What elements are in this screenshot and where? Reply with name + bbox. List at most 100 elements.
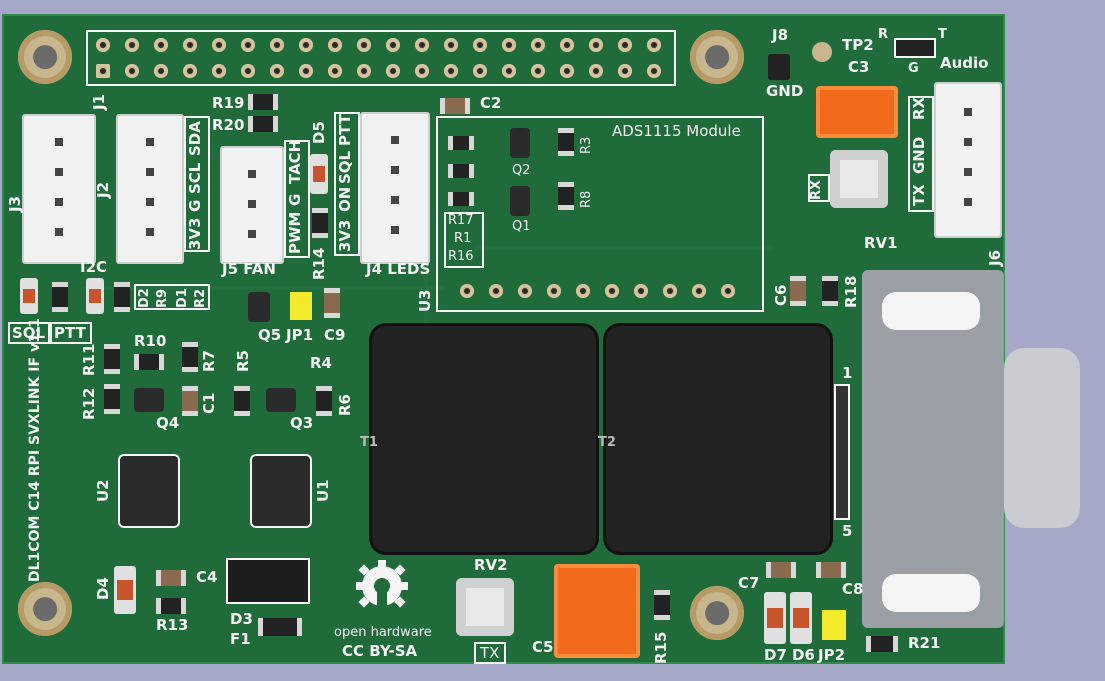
label-ads1115: ADS1115 Module — [612, 122, 741, 140]
open-hardware-gear-icon — [350, 556, 414, 620]
jumper-jp1[interactable] — [290, 292, 312, 320]
transformer-t1 — [372, 326, 596, 552]
i2c-pin-labels — [184, 116, 210, 252]
resistor-r10 — [134, 354, 164, 370]
label-r12: R12 — [80, 387, 98, 420]
resistor-r6 — [316, 386, 332, 416]
label-open-hardware: open hardware — [334, 625, 432, 640]
label-q1: Q1 — [512, 219, 531, 234]
ic-u1 — [252, 456, 310, 526]
header-pin — [531, 64, 545, 78]
header-pin — [444, 64, 458, 78]
label-3v3-i2c: 3V3 — [186, 217, 204, 250]
header-pin — [589, 64, 603, 78]
header-pin — [560, 38, 574, 52]
pcb-board: J1 J8 GND TP2 C3 R T G Audio R19 R20 C2 … — [2, 14, 1080, 664]
resistor-r7 — [182, 342, 198, 372]
label-ptt-box: PTT — [54, 324, 86, 342]
label-c3: C3 — [848, 58, 870, 76]
label-r21: R21 — [908, 634, 941, 652]
label-r11: R11 — [80, 343, 98, 376]
header-pin — [299, 38, 313, 52]
mounting-hole-icon — [690, 30, 744, 84]
connector-j4 — [360, 112, 430, 264]
diode-d4 — [114, 566, 136, 614]
d-r-labels — [134, 284, 210, 310]
transistor-q4 — [134, 388, 164, 412]
module-pin — [663, 284, 677, 298]
label-rx-j6: RX — [910, 96, 928, 120]
label-scl: SCL — [186, 162, 204, 194]
label-d1: D1 — [175, 288, 190, 308]
label-c8: C8 — [842, 580, 864, 598]
resistor-r21 — [866, 636, 898, 652]
label-pwm: PWM — [286, 211, 304, 254]
label-g-i2c: G — [186, 199, 204, 212]
label-j2: J2 — [94, 181, 112, 198]
label-u2: U2 — [94, 479, 112, 502]
header-pin — [357, 38, 371, 52]
resistor-r3 — [558, 128, 574, 156]
label-u3: U3 — [416, 289, 434, 312]
connector-j3 — [22, 114, 96, 264]
header-pin — [444, 38, 458, 52]
label-u1: U1 — [314, 479, 332, 502]
label-c5: C5 — [532, 638, 554, 656]
header-pin — [647, 38, 661, 52]
label-r18: R18 — [842, 275, 860, 308]
rx-box-rv1 — [808, 174, 830, 202]
resistor-r5 — [234, 386, 250, 416]
label-rv2: RV2 — [474, 556, 508, 574]
connector-j6 — [934, 82, 1002, 238]
label-ptt: PTT — [336, 114, 354, 146]
jumper-jp2[interactable] — [822, 610, 846, 640]
label-sql-box: SQL — [12, 324, 46, 342]
label-r10: R10 — [134, 332, 167, 350]
label-f1: F1 — [230, 630, 251, 648]
led-ptt — [86, 278, 104, 314]
label-j4-leds: J4 LEDS — [366, 260, 431, 278]
connector-j2 — [116, 114, 184, 264]
capacitor-c3 — [816, 86, 898, 138]
label-q5: Q5 — [258, 326, 282, 344]
label-c6: C6 — [772, 284, 790, 306]
module-pin — [576, 284, 590, 298]
label-d2: D2 — [137, 288, 152, 308]
label-sql: SQL — [336, 150, 354, 184]
header-pin — [618, 38, 632, 52]
ptt-box — [50, 322, 92, 344]
label-3v3-leds: 3V3 — [336, 219, 354, 252]
label-r5: R5 — [234, 350, 252, 372]
label-j5-fan: J5 FAN — [222, 260, 276, 278]
module-pin — [489, 284, 503, 298]
header-pin — [560, 64, 574, 78]
module-pin — [547, 284, 561, 298]
test-point-tp2 — [812, 42, 832, 62]
label-rx-rv1: RX — [809, 179, 824, 200]
header-pin — [473, 38, 487, 52]
potentiometer-rv1[interactable] — [830, 150, 888, 208]
label-t-audio: T — [938, 27, 947, 42]
header-pin — [125, 38, 139, 52]
label-r-audio: R — [878, 27, 889, 42]
resistor-led-sql — [52, 282, 68, 312]
label-r17: R17 — [448, 213, 474, 228]
resistor-r8 — [558, 182, 574, 210]
module-pin — [605, 284, 619, 298]
module-pin — [692, 284, 706, 298]
resistor-module-2 — [448, 164, 474, 178]
capacitor-c6 — [790, 276, 806, 306]
label-pin5: 5 — [842, 522, 853, 540]
label-c9: C9 — [324, 326, 346, 344]
label-tp2: TP2 — [842, 36, 874, 54]
potentiometer-rv2[interactable] — [456, 578, 514, 636]
label-r9: R9 — [155, 288, 170, 308]
dsub-post-top — [882, 292, 980, 330]
label-d7: D7 — [764, 646, 787, 664]
label-g-audio: G — [908, 61, 919, 76]
header-pin — [270, 38, 284, 52]
header-pin — [125, 64, 139, 78]
dsub-post-bottom — [882, 574, 980, 612]
label-r2: R2 — [193, 288, 208, 308]
pin-header-5 — [834, 384, 850, 520]
